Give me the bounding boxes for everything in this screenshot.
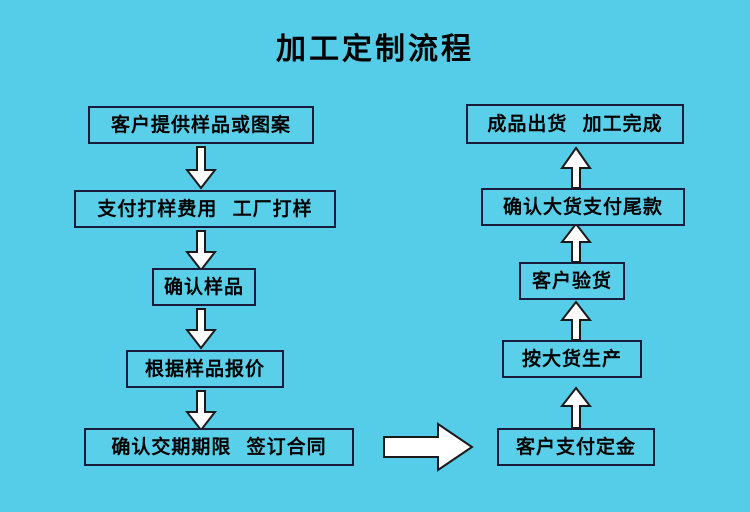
flow-node-step-10[interactable]: 成品出货 加工完成 (466, 104, 684, 144)
flow-node-step-8[interactable]: 客户验货 (519, 262, 625, 300)
connector-arrow-1-2-down-icon (185, 146, 217, 190)
flow-node-step-7[interactable]: 按大货生产 (502, 340, 642, 378)
flow-node-step-9[interactable]: 确认大货支付尾款 (481, 188, 685, 226)
flow-node-step-3[interactable]: 确认样品 (152, 268, 256, 306)
flow-node-step-6[interactable]: 客户支付定金 (497, 428, 655, 466)
flow-node-step-2[interactable]: 支付打样费用 工厂打样 (74, 190, 336, 228)
flow-node-step-1[interactable]: 客户提供样品或图案 (88, 106, 314, 144)
connector-arrow-7-8-up-icon (560, 300, 592, 342)
flow-node-step-4[interactable]: 根据样品报价 (126, 350, 284, 388)
connector-arrow-3-4-down-icon (185, 308, 217, 350)
connector-arrow-8-9-up-icon (560, 222, 592, 264)
connector-arrow-6-7-up-icon (560, 386, 592, 430)
connector-arrow-9-10-up-icon (560, 146, 592, 190)
connector-arrow-4-5-down-icon (185, 390, 217, 432)
connector-arrow-5-6-right-icon (382, 418, 474, 476)
page-title: 加工定制流程 (276, 32, 474, 67)
flow-node-step-5[interactable]: 确认交期期限 签订合同 (84, 428, 354, 466)
connector-arrow-2-3-down-icon (185, 230, 217, 272)
